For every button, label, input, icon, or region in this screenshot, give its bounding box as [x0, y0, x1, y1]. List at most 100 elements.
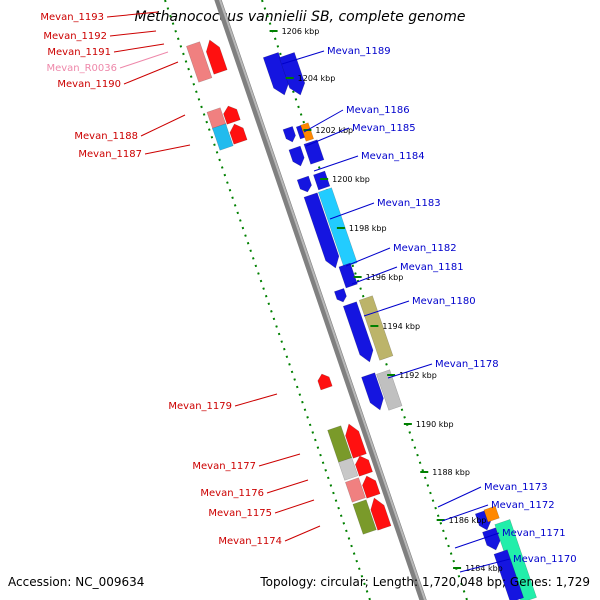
- tick-label: 1202 kbp: [315, 126, 353, 135]
- gene-shape-1180a: [342, 301, 374, 363]
- gene-label-right: Mevan_1170: [513, 554, 577, 565]
- gene-shape-1186: [282, 126, 296, 143]
- tick-label: 1200 kbp: [332, 175, 370, 184]
- gene-label-left: Mevan_1176: [200, 488, 264, 499]
- genome-title: Methanococcus vannielii SB, complete gen…: [134, 9, 466, 25]
- backbone-highlight: [218, 0, 427, 600]
- gene-shape-1176: [355, 455, 373, 477]
- leader-line: [284, 525, 321, 542]
- gene-shape-1175: [362, 475, 381, 499]
- backbone-line: [214, 0, 427, 600]
- gene-shape-1170-body: [493, 549, 524, 600]
- gene-shape-1181-body: [334, 288, 347, 303]
- gene-label-right: Mevan_1184: [361, 151, 425, 162]
- leader-line: [113, 43, 165, 53]
- leader-line: [313, 155, 359, 172]
- leader-line: [144, 144, 191, 155]
- gene-shape-1179: [317, 373, 333, 391]
- gene-shape-1184d-body: [313, 170, 331, 191]
- gene-shape-1174a: [352, 499, 377, 535]
- leader-line: [459, 558, 511, 573]
- gene-label-left: Mevan_1175: [208, 508, 272, 519]
- gene-shape-1186-body: [282, 126, 296, 143]
- gene-shape-1184c: [296, 175, 312, 193]
- accession-text: Accession: NC_009634: [8, 575, 145, 589]
- gene-label-left: Mevan_1177: [192, 461, 256, 472]
- leader-line: [119, 51, 169, 69]
- leader-line: [351, 266, 398, 285]
- leader-line: [329, 202, 375, 220]
- leader-line: [140, 114, 186, 137]
- gene-shape-1190: [206, 39, 228, 75]
- gene-shape-1174: [370, 497, 392, 531]
- leader-line: [266, 479, 309, 494]
- tick-label: 1188 kbp: [432, 468, 470, 477]
- leader-line: [345, 247, 391, 267]
- gene-label-left: Mevan_1190: [57, 79, 121, 90]
- gene-shape-1177: [345, 423, 367, 459]
- gene-shape-1188a: [206, 107, 227, 131]
- gene-shape-1181: [334, 288, 347, 303]
- gene-shape-1183a-body: [303, 192, 340, 269]
- gene-shape-1190-body: [206, 39, 228, 75]
- gene-label-left: Mevan_1192: [43, 31, 107, 42]
- leader-line: [363, 300, 410, 317]
- gene-label-left: Mevan_1187: [78, 149, 142, 160]
- leader-line: [303, 109, 344, 133]
- genome-summary-text: Topology: circular; Length: 1,720,048 bp…: [260, 575, 590, 589]
- gene-label-right: Mevan_1186: [346, 105, 410, 116]
- gene-label-right: Mevan_1185: [352, 123, 416, 134]
- gene-shape-1189: [262, 52, 290, 96]
- leader-line: [387, 363, 433, 379]
- gene-shape-1171: [482, 527, 501, 551]
- gene-shape-1178a-body: [361, 372, 384, 411]
- gene-shape-1188a-body: [206, 107, 227, 131]
- gene-shape-1184d: [313, 170, 331, 191]
- gene-label-left: Mevan_1193: [40, 12, 104, 23]
- leader-line: [234, 393, 278, 407]
- gene-label-left: Mevan_R0036: [46, 63, 117, 74]
- leader-line: [123, 61, 179, 85]
- leader-line: [274, 499, 315, 514]
- gene-shape-1191-body: [186, 41, 213, 83]
- leader-line: [109, 30, 157, 37]
- gene-shape-1184a-body: [288, 145, 305, 167]
- gene-shape-1185b: [300, 122, 314, 142]
- gene-shape-1188: [223, 105, 241, 125]
- gene-shape-1185b-body: [300, 122, 314, 142]
- gene-shape-1189-body: [262, 52, 290, 96]
- gene-label-right: Mevan_1189: [327, 46, 391, 57]
- gene-label-left: Mevan_1188: [74, 131, 138, 142]
- gene-label-right: Mevan_1172: [491, 500, 555, 511]
- gene-shape-1178: [376, 369, 403, 411]
- gene-shape-1175-body: [362, 475, 381, 499]
- gene-shape-1177a: [327, 425, 353, 463]
- gene-shape-1180-body: [358, 295, 394, 361]
- forward-strand-dotted-line: [261, 0, 468, 600]
- tick-label: 1206 kbp: [282, 27, 320, 36]
- gene-shape-1187b: [229, 123, 248, 145]
- gene-label-right: Mevan_1180: [412, 296, 476, 307]
- leader-line: [441, 504, 489, 522]
- tick-label: 1192 kbp: [399, 371, 437, 380]
- leader-line: [106, 11, 159, 18]
- gene-label-right: Mevan_1178: [435, 359, 499, 370]
- tick-label: 1190 kbp: [416, 420, 454, 429]
- gene-shape-1188-body: [223, 105, 241, 125]
- gene-shape-1178a: [361, 372, 384, 411]
- gene-label-right: Mevan_1183: [377, 198, 441, 209]
- gene-shape-1183a: [303, 192, 340, 269]
- gene-shape-1176a-body: [338, 457, 359, 481]
- gene-shape-1191: [186, 41, 213, 83]
- gene-label-right: Mevan_1173: [484, 482, 548, 493]
- gene-label-right: Mevan_1182: [393, 243, 457, 254]
- leader-line: [305, 127, 350, 147]
- reverse-strand-dotted-line: [164, 0, 371, 600]
- gene-shape-1171-body: [482, 527, 501, 551]
- gene-shape-1172: [483, 505, 500, 523]
- gene-shape-1175a: [345, 477, 366, 503]
- gene-shape-1178-body: [376, 369, 403, 411]
- leader-line: [258, 453, 301, 467]
- gene-shape-1187b-body: [229, 123, 248, 145]
